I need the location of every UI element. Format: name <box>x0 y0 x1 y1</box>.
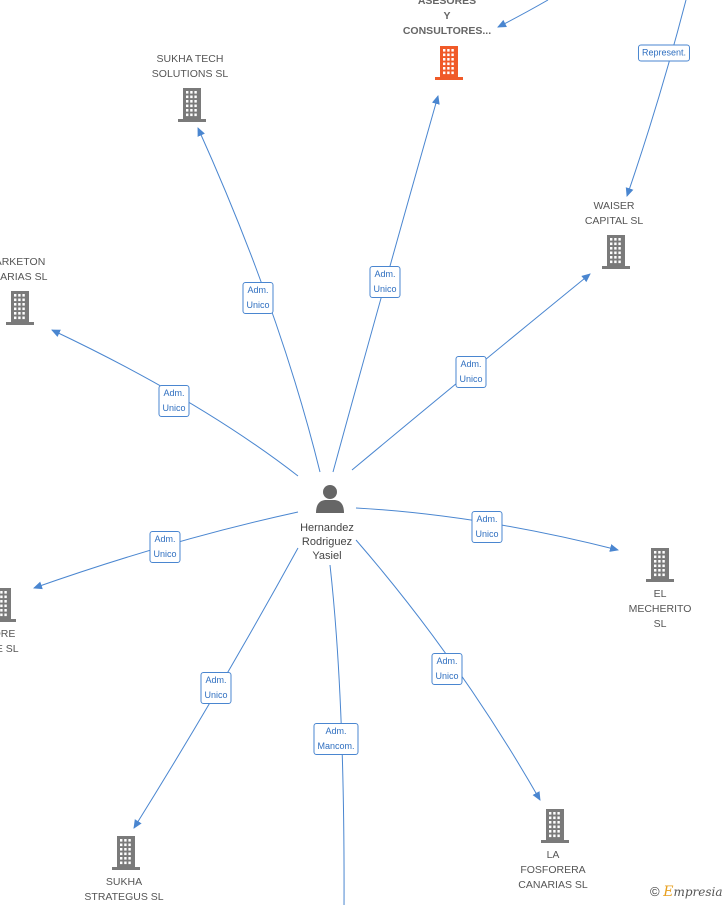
building-icon-mecherito[interactable] <box>646 548 674 582</box>
company-label-left-bottom[interactable]: ORE FE SL <box>0 628 19 655</box>
brand-logo-initial: E <box>663 884 674 900</box>
company-label-asesores[interactable]: ASESORES Y CONSULTORES... <box>402 0 492 37</box>
building-icon-sukha-strategus[interactable] <box>112 836 140 870</box>
edge-represent <box>625 0 687 197</box>
building-icon-marketon[interactable] <box>6 291 34 325</box>
edge-label-represent[interactable]: Represent. <box>637 44 691 62</box>
person-icon[interactable] <box>316 485 344 513</box>
copyright-symbol: © <box>650 884 660 899</box>
edge-label-waiser[interactable]: Adm. Unico <box>455 356 487 388</box>
edge-label-asesores[interactable]: Adm. Unico <box>369 266 401 298</box>
company-label-marketon[interactable]: ARKETON NARIAS SL <box>0 256 48 283</box>
edge-label-sukha-tech[interactable]: Adm. Unico <box>242 282 274 314</box>
building-icon-sukha-tech[interactable] <box>178 88 206 122</box>
company-label-sukha-strategus[interactable]: SUKHA STRATEGUS SL <box>84 876 164 903</box>
edge-label-sukha-strategus[interactable]: Adm. Unico <box>200 672 232 704</box>
edge-label-mecherito[interactable]: Adm. Unico <box>471 511 503 543</box>
edge-offscreen-bottom <box>329 564 345 905</box>
company-label-fosforera[interactable]: LA FOSFORERA CANARIAS SL <box>518 849 588 891</box>
person-name-label[interactable]: Hernandez Rodriguez Yasiel <box>300 522 354 562</box>
building-icon-waiser[interactable] <box>602 235 630 269</box>
building-icon-left-bottom[interactable] <box>0 588 16 622</box>
edge-label-marketon[interactable]: Adm. Unico <box>158 385 190 417</box>
building-icon-fosforera[interactable] <box>541 809 569 843</box>
company-label-sukha-tech[interactable]: SUKHA TECH SOLUTIONS SL <box>151 53 229 80</box>
building-icon-asesores[interactable] <box>435 46 463 80</box>
edge-label-offscreen-bottom[interactable]: Adm. Mancom. <box>313 723 359 755</box>
company-label-mecherito[interactable]: EL MECHERITO SL <box>628 588 692 630</box>
footer-brand[interactable]: © Empresia <box>650 884 723 900</box>
edge-label-fosforera[interactable]: Adm. Unico <box>431 653 463 685</box>
brand-name: mpresia <box>673 885 723 899</box>
company-label-waiser[interactable]: WAISER CAPITAL SL <box>584 200 644 227</box>
edge-asesores-incoming <box>497 0 549 28</box>
edge-label-left-bottom[interactable]: Adm. Unico <box>149 531 181 563</box>
